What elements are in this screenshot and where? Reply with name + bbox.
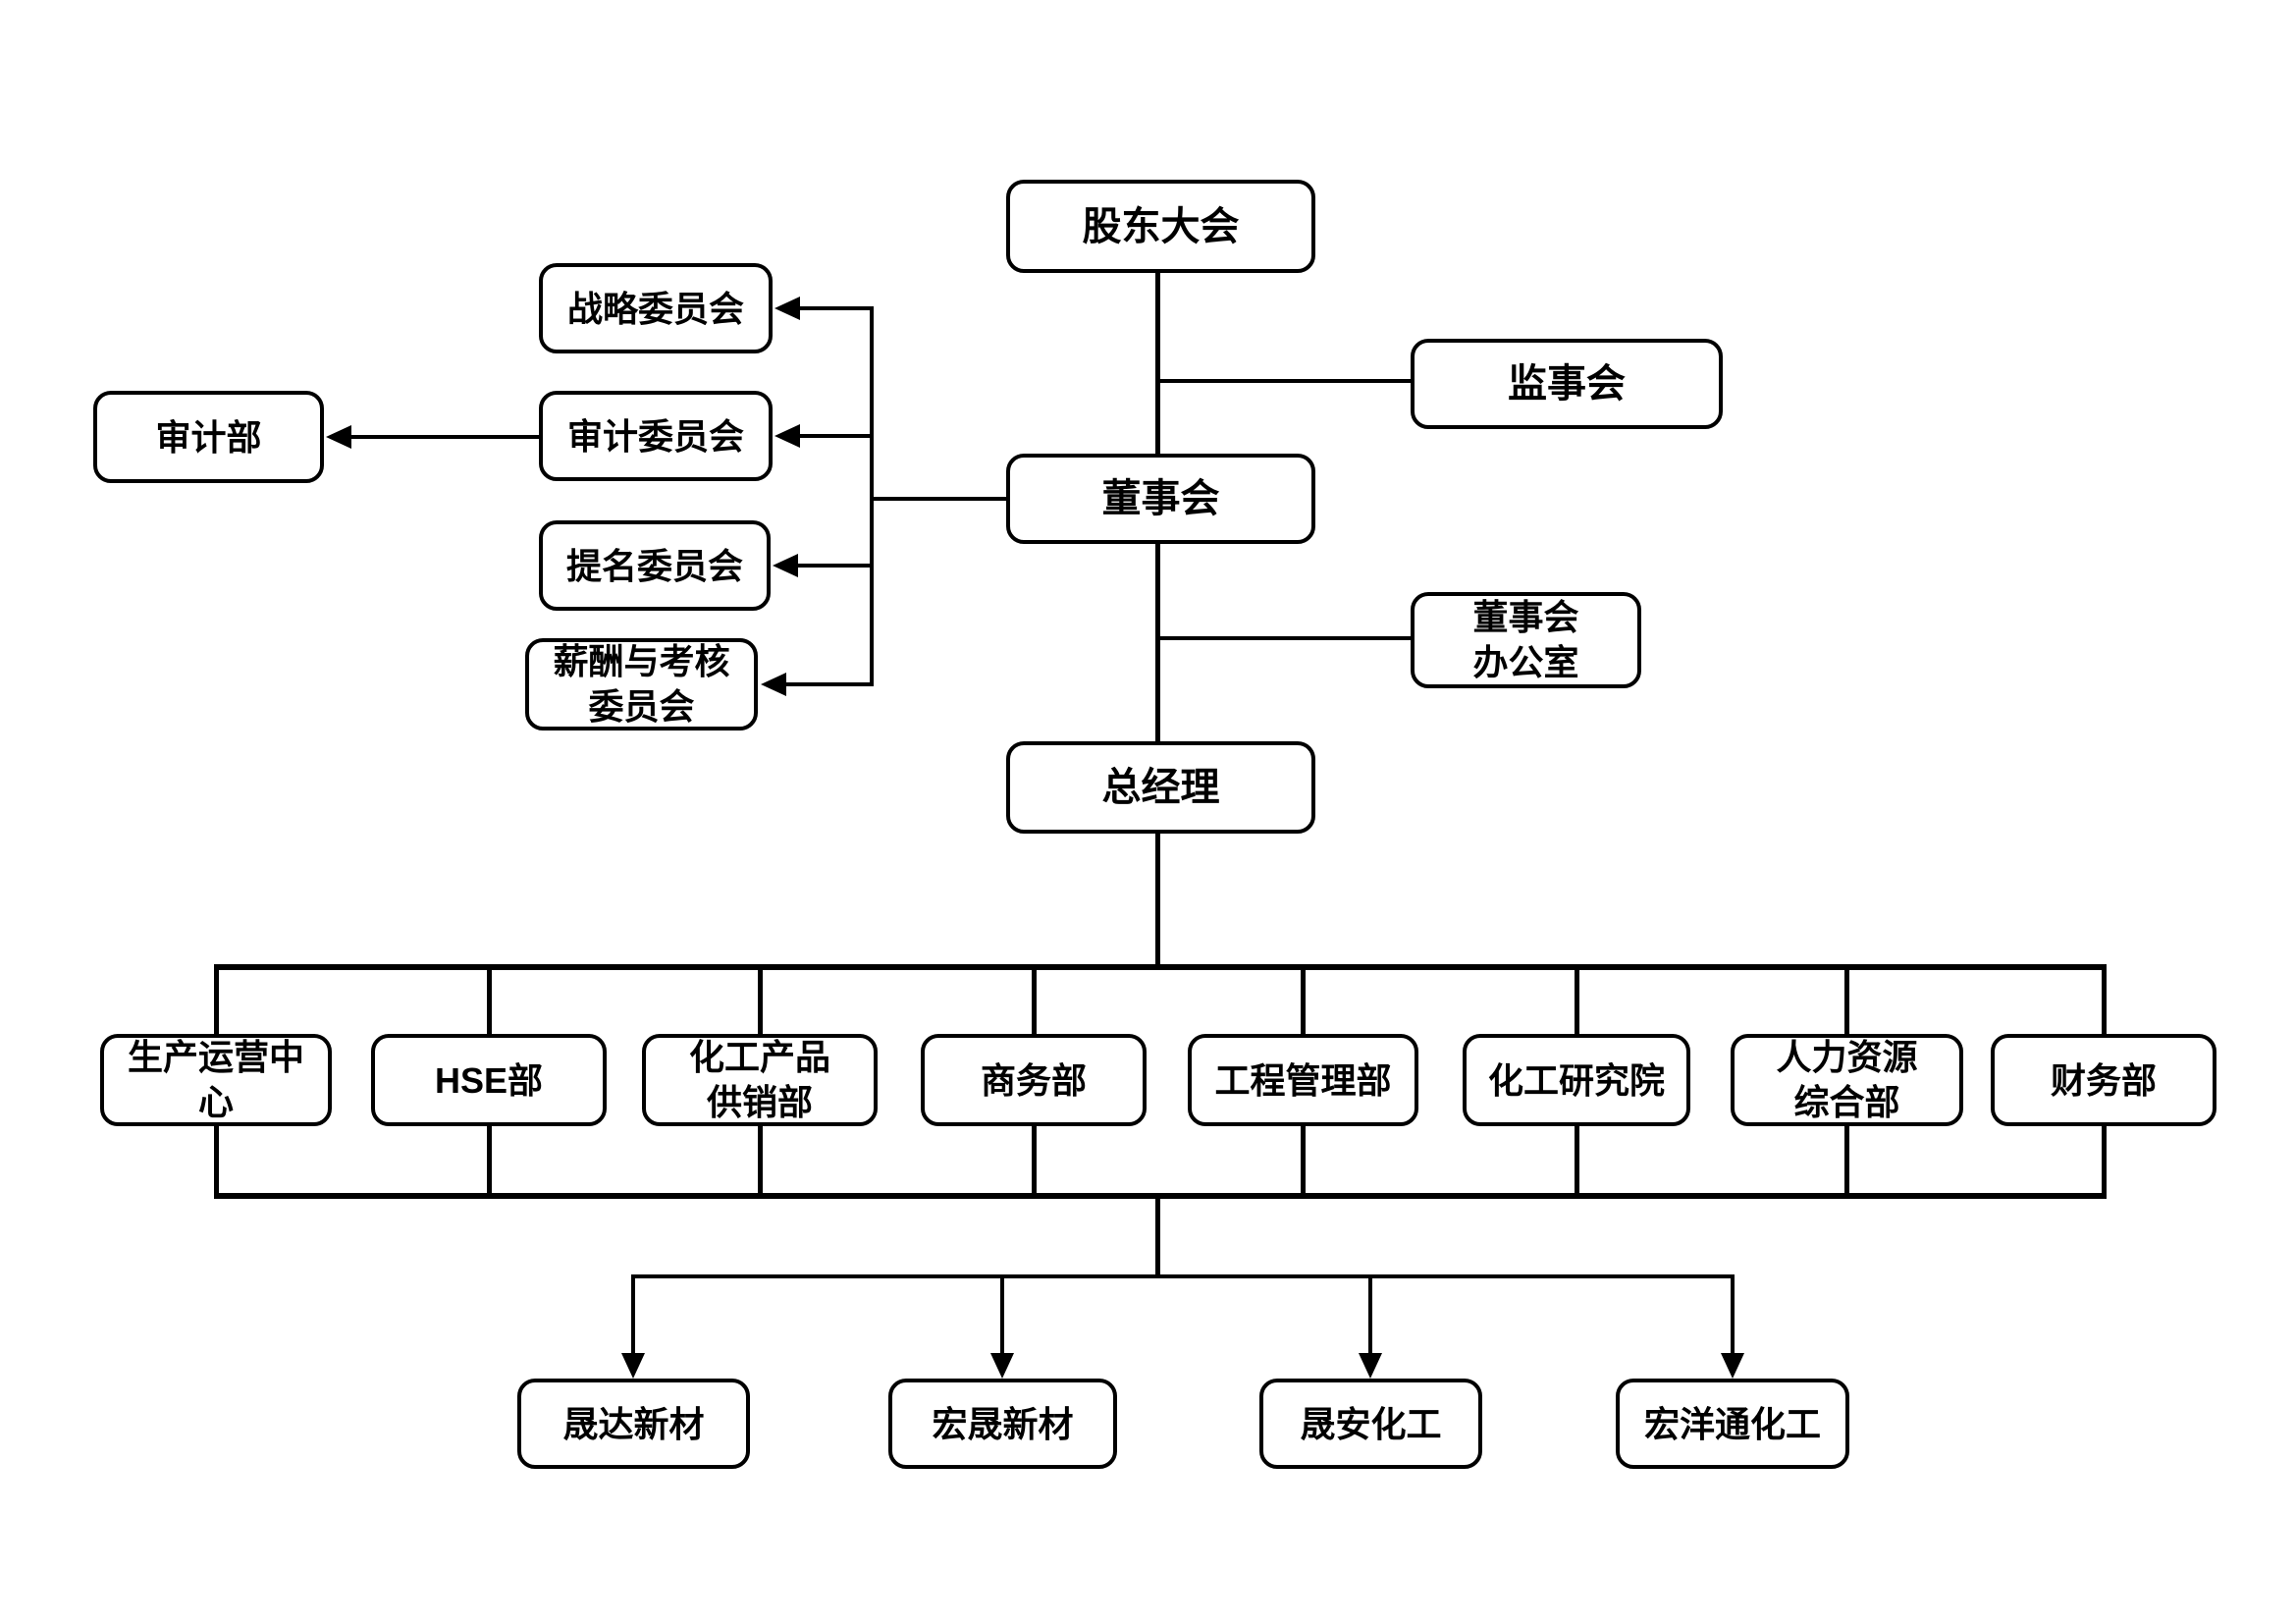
node-subsidiary-shengan: 晟安化工 <box>1259 1379 1482 1469</box>
arrowhead-sub-3 <box>1359 1353 1382 1379</box>
connector-board-committees <box>872 497 1006 501</box>
node-audit-committee: 审计委员会 <box>539 391 773 481</box>
connector-board-gm <box>1155 544 1160 741</box>
connector-supervisory <box>1158 379 1411 383</box>
node-dept-finance: 财务部 <box>1991 1034 2216 1126</box>
node-dept-commerce: 商务部 <box>921 1034 1147 1126</box>
arrowhead-audit-committee <box>774 424 800 448</box>
dept-bottom-rail <box>214 1193 2107 1199</box>
node-remuneration-committee: 薪酬与考核 委员会 <box>525 638 758 731</box>
node-dept-chemical-research: 化工研究院 <box>1463 1034 1690 1126</box>
arrowhead-sub-4 <box>1721 1353 1744 1379</box>
node-nomination-committee: 提名委员会 <box>539 520 771 611</box>
arrow-line-nomination <box>795 564 872 568</box>
connector-shareholders-board <box>1155 273 1160 454</box>
subs-drop-2 <box>1000 1274 1004 1357</box>
arrow-line-audit-dept <box>348 435 539 439</box>
node-dept-chemical-supply: 化工产品 供销部 <box>642 1034 878 1126</box>
connector-deptrail-subsrail <box>1155 1195 1160 1278</box>
node-dept-hse: HSE部 <box>371 1034 607 1126</box>
arrowhead-nomination <box>773 554 798 577</box>
node-dept-production-operations: 生产运营中 心 <box>100 1034 332 1126</box>
node-subsidiary-hongsheng: 宏晟新材 <box>888 1379 1117 1469</box>
subs-drop-1 <box>631 1274 635 1357</box>
node-subsidiary-hongyangtong: 宏洋通化工 <box>1616 1379 1849 1469</box>
subs-drop-4 <box>1731 1274 1735 1357</box>
node-strategy-committee: 战略委员会 <box>539 263 773 353</box>
arrowhead-remuneration <box>761 673 786 696</box>
arrow-line-strategy <box>797 306 872 310</box>
arrow-line-audit-committee <box>797 434 872 438</box>
node-subsidiary-shengda: 晟达新材 <box>517 1379 750 1469</box>
committee-trunk-line <box>870 306 874 686</box>
node-dept-engineering-management: 工程管理部 <box>1188 1034 1418 1126</box>
node-shareholders-meeting: 股东大会 <box>1006 180 1315 273</box>
subs-drop-3 <box>1368 1274 1372 1357</box>
subs-rail <box>631 1274 1735 1278</box>
arrowhead-strategy <box>774 297 800 320</box>
node-board-office: 董事会 办公室 <box>1411 592 1641 688</box>
node-supervisory-board: 监事会 <box>1411 339 1723 429</box>
node-audit-department: 审计部 <box>93 391 324 483</box>
arrowhead-sub-1 <box>621 1353 645 1379</box>
arrowhead-audit-dept <box>326 425 351 449</box>
dept-top-rail <box>214 964 2107 970</box>
node-general-manager: 总经理 <box>1006 741 1315 834</box>
connector-board-office <box>1158 636 1411 640</box>
node-board-of-directors: 董事会 <box>1006 454 1315 544</box>
connector-gm-deptrail <box>1155 834 1160 969</box>
arrowhead-sub-2 <box>990 1353 1014 1379</box>
node-dept-hr-general: 人力资源 综合部 <box>1731 1034 1963 1126</box>
arrow-line-remuneration <box>783 682 872 686</box>
